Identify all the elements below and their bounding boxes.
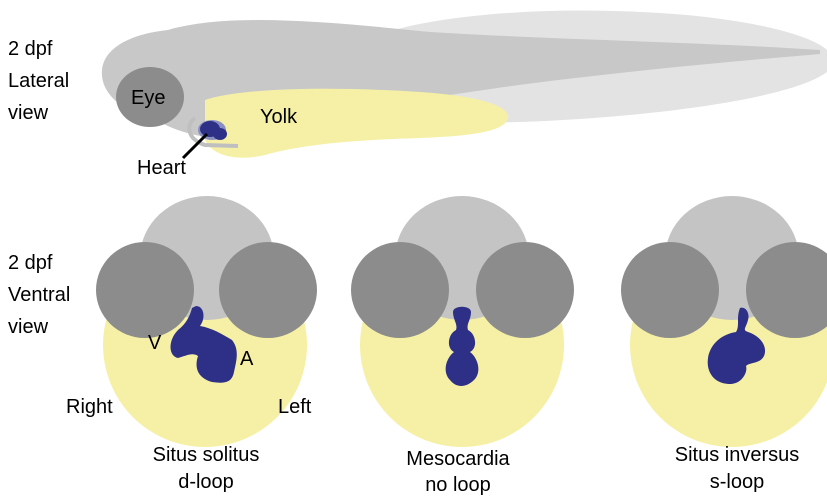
atrium-label: A xyxy=(240,346,253,372)
ventricle-label: V xyxy=(148,330,161,356)
panel-subtitle-no-loop: no loop xyxy=(425,472,491,498)
lateral-stage-line3: view xyxy=(8,100,48,126)
eye-label: Eye xyxy=(131,85,165,111)
ventral-stage-line1: 2 dpf xyxy=(8,250,52,276)
yolk xyxy=(205,89,508,158)
left-label: Left xyxy=(278,394,311,420)
right-label: Right xyxy=(66,394,113,420)
panel-subtitle-s-loop: s-loop xyxy=(710,469,764,495)
lateral-stage-line1: 2 dpf xyxy=(8,36,52,62)
heart-label: Heart xyxy=(137,155,186,181)
ventral-panel-situs-inversus xyxy=(621,196,827,447)
eye-right xyxy=(96,242,194,338)
lateral-stage-line2: Lateral xyxy=(8,68,69,94)
eye-left xyxy=(219,242,317,338)
panel-title-situs-inversus: Situs inversus xyxy=(675,442,800,468)
ventral-stage-line3: view xyxy=(8,314,48,340)
panel-subtitle-d-loop: d-loop xyxy=(178,469,234,495)
ventral-panel-mesocardia xyxy=(351,196,574,447)
ventral-stage-line2: Ventral xyxy=(8,282,70,308)
yolk-label: Yolk xyxy=(260,104,297,130)
panel-title-situs-solitus: Situs solitus xyxy=(153,442,260,468)
eye-right xyxy=(351,242,449,338)
panel-title-mesocardia: Mesocardia xyxy=(406,446,509,472)
eye-left xyxy=(476,242,574,338)
lateral-embryo xyxy=(102,11,827,158)
eye-right xyxy=(621,242,719,338)
